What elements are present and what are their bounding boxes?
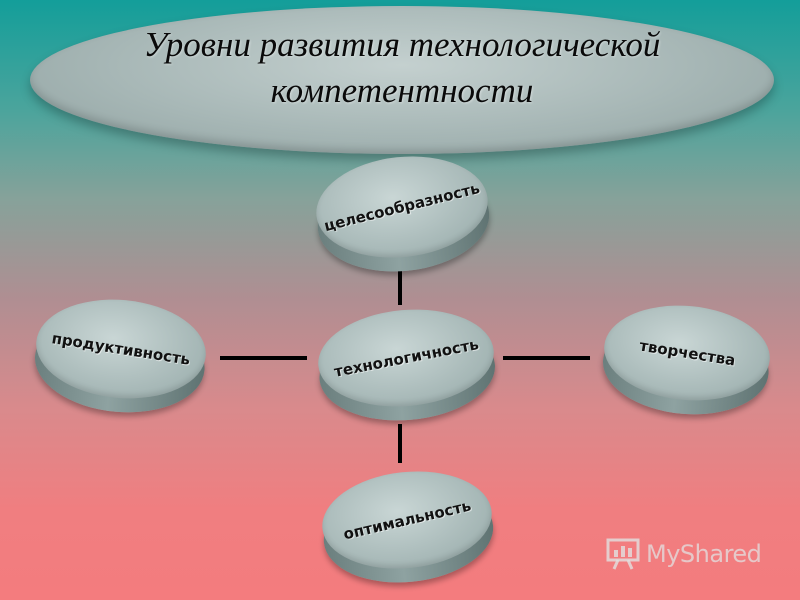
- node-left-label: продуктивность: [50, 329, 192, 369]
- watermark: MyShared: [606, 536, 762, 572]
- node-right-label: творчества: [637, 336, 737, 370]
- node-center-label: технологичность: [332, 335, 480, 381]
- node-left: продуктивность: [30, 292, 210, 420]
- title-ellipse: [30, 6, 774, 154]
- node-bottom: оптимальность: [317, 463, 499, 591]
- diagram-title: Уровни развития технологической компетен…: [143, 25, 661, 110]
- presentation-board-icon: [606, 538, 640, 570]
- node-bottom-label: оптимальность: [341, 496, 473, 544]
- watermark-text: MyShared: [646, 540, 762, 568]
- node-right: творчества: [598, 298, 774, 422]
- node-center: технологичность: [314, 302, 500, 428]
- node-top: целесообразность: [311, 148, 495, 280]
- node-top-label: целесообразность: [322, 178, 482, 236]
